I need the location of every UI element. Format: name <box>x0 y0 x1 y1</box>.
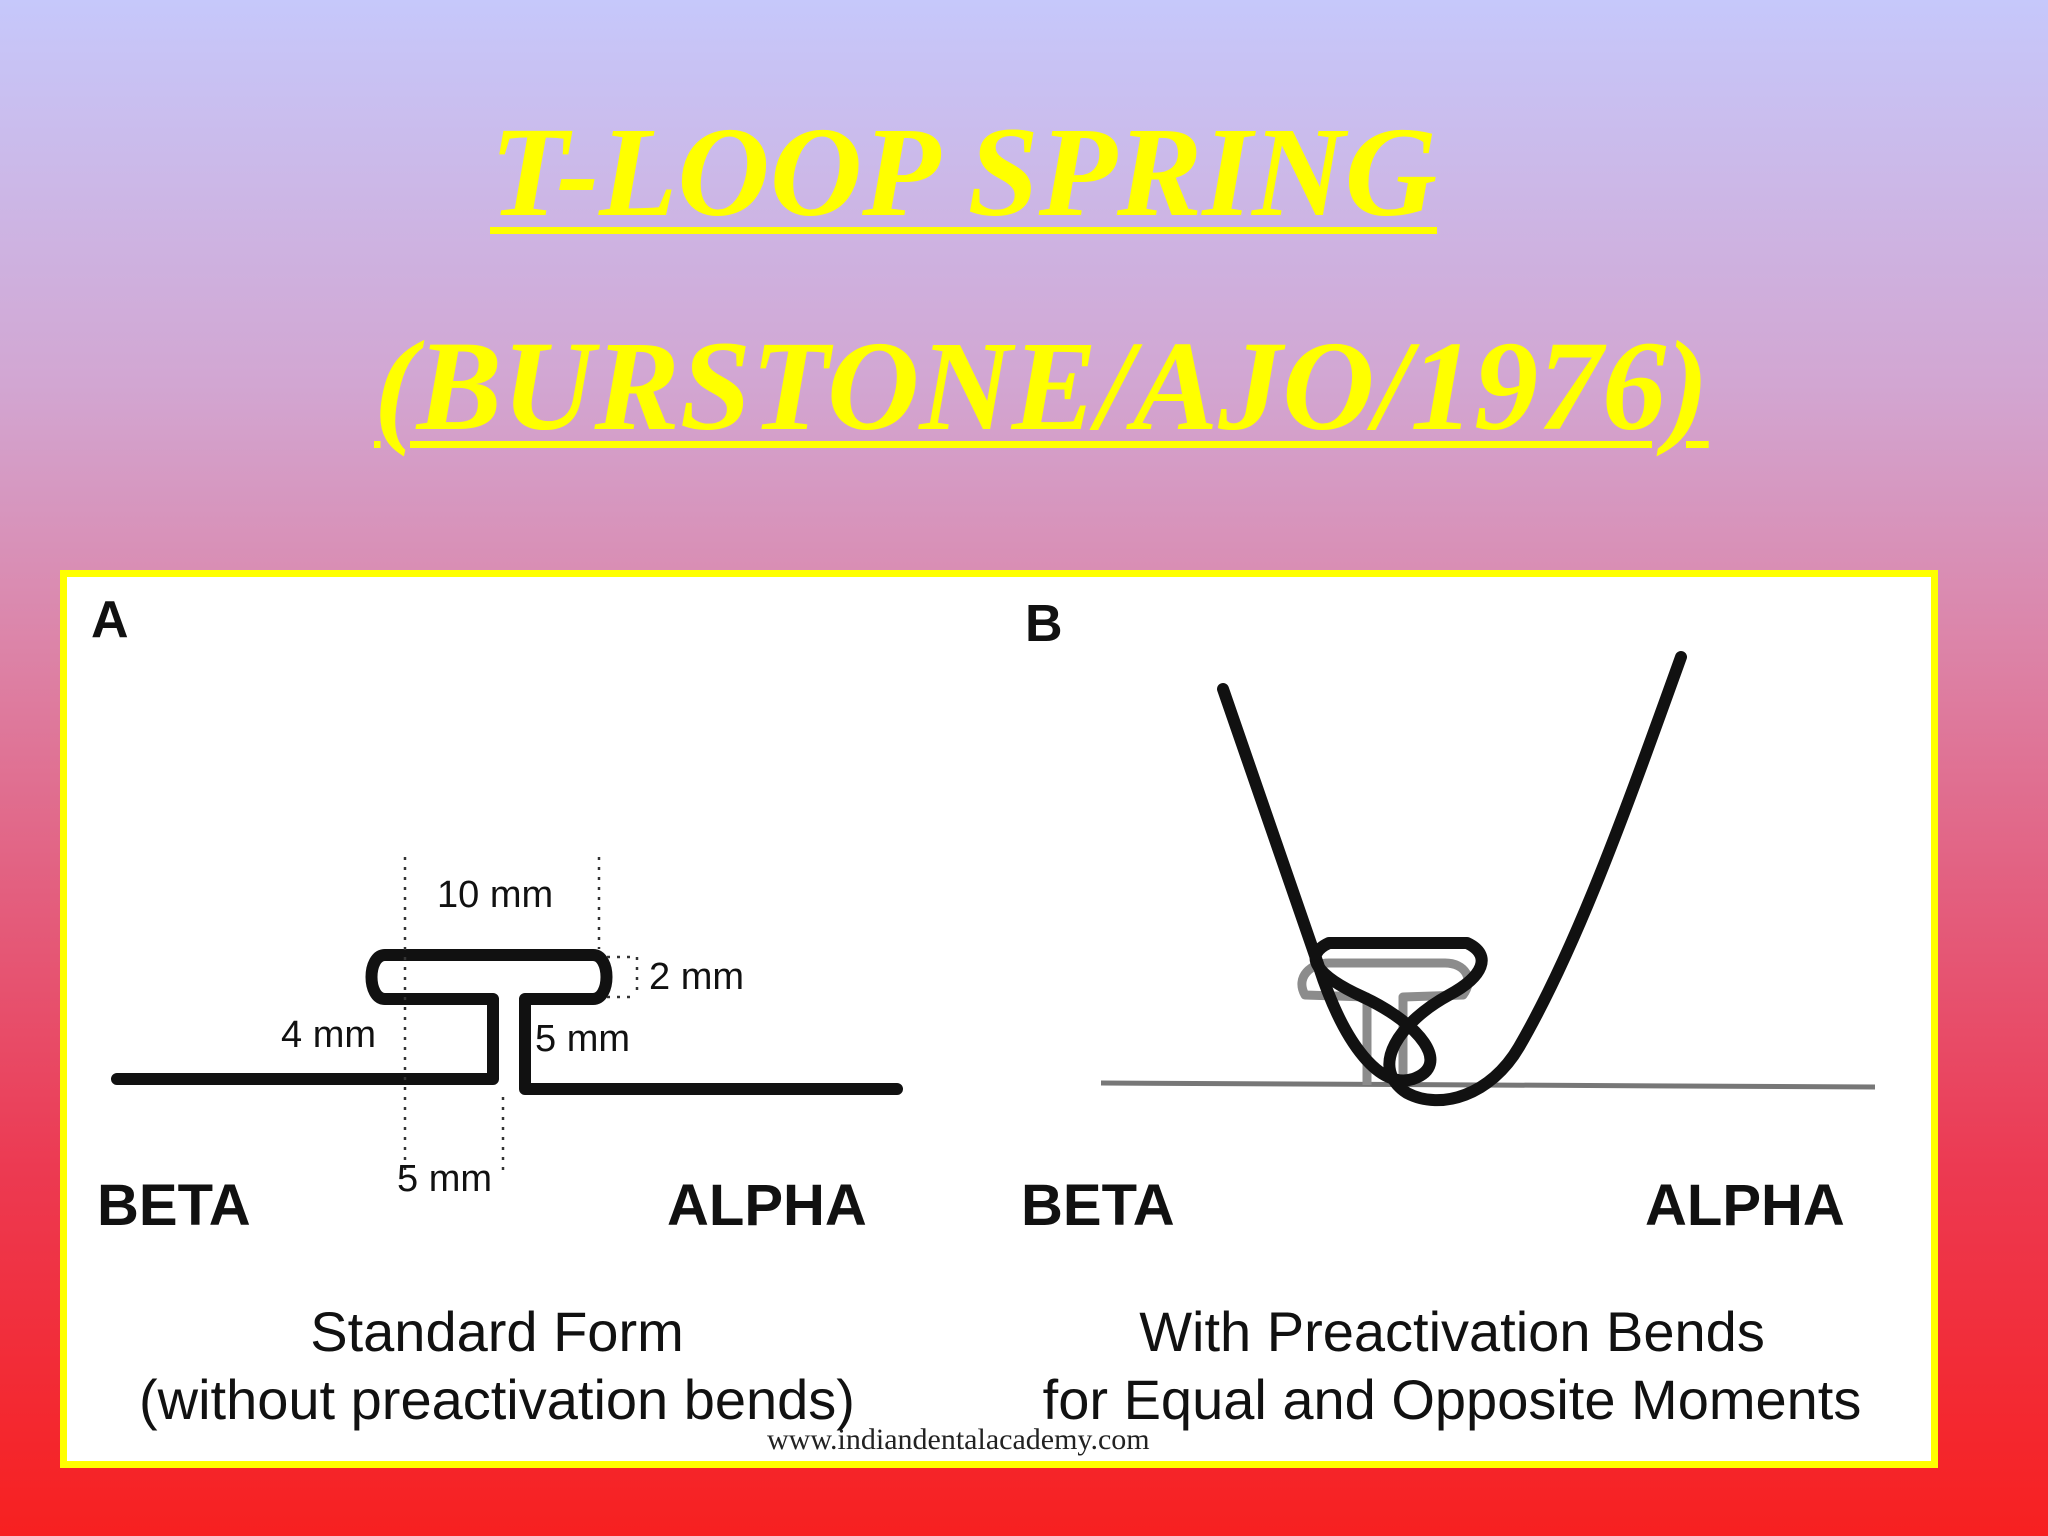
panel-b-caption-line2: for Equal and Opposite Moments <box>1043 1368 1862 1431</box>
panel-b-alpha-label: ALPHA <box>1645 1173 1845 1238</box>
panel-a-left-height-label: 4 mm <box>281 1014 376 1056</box>
panel-a-width-label: 10 mm <box>437 874 553 916</box>
panel-a-loop-height-label: 2 mm <box>649 956 744 998</box>
panel-b-beta-label: BETA <box>1021 1173 1175 1238</box>
t-loop-diagram: A 10 mm 2 mm 4 mm 5 mm 5 mm BETA ALPHA S… <box>91 591 1876 1456</box>
panel-b-caption-line1: With Preactivation Bends <box>1139 1300 1765 1363</box>
title-line-2: (BURSTONE/AJO/1976) <box>374 315 1709 457</box>
panel-a-letter: A <box>91 591 129 649</box>
panel-b-preactivated-t-loop-wire <box>1217 651 1687 1107</box>
watermark-url: www.indiandentalacademy.com <box>767 1423 1150 1456</box>
title-line-1: T-LOOP SPRING <box>490 101 1437 243</box>
panel-a-standard-t-loop-wire <box>111 949 903 1095</box>
panel-a-caption-line2: (without preactivation bends) <box>139 1368 855 1431</box>
panel-a-leg-spacing-label: 5 mm <box>397 1158 492 1200</box>
panel-a-alpha-label: ALPHA <box>667 1173 867 1238</box>
t-loop-figure-panel: A 10 mm 2 mm 4 mm 5 mm 5 mm BETA ALPHA S… <box>60 570 1938 1468</box>
panel-a-caption-line1: Standard Form <box>310 1300 684 1363</box>
panel-b-letter: B <box>1025 595 1063 653</box>
panel-a-right-height-label: 5 mm <box>535 1018 630 1060</box>
panel-a-beta-label: BETA <box>97 1173 251 1238</box>
